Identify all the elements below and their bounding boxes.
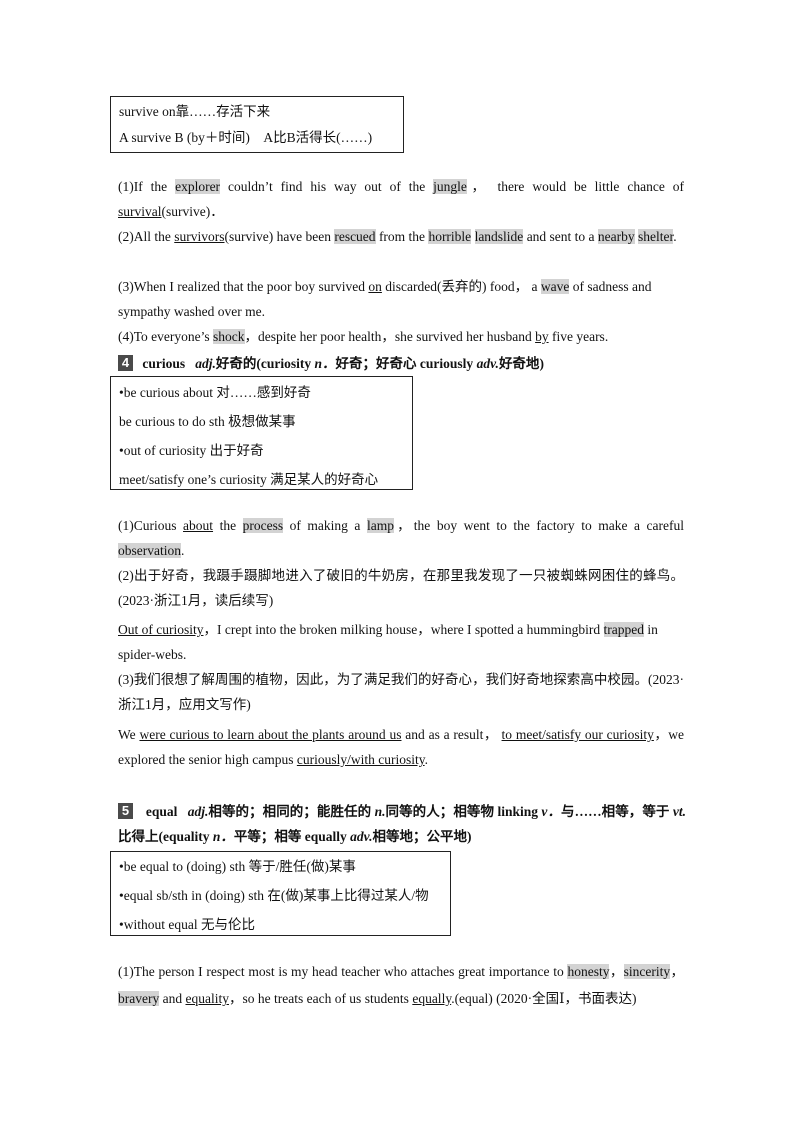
headword: equal bbox=[145, 804, 178, 819]
box-line: •out of curiosity 出于好奇 bbox=[119, 443, 264, 458]
survive-example-3: (3)When I realized that the poor boy sur… bbox=[118, 279, 652, 319]
vocab-highlight: lamp bbox=[366, 518, 394, 533]
vocab-highlight: horrible bbox=[428, 229, 472, 244]
box-line: •equal sb/sth in (doing) sth 在(做)某事上比得过某… bbox=[119, 888, 429, 903]
vocab-highlight: shock bbox=[213, 329, 245, 344]
vocab-highlight: honesty bbox=[567, 964, 610, 979]
curious-heading: 4 curious adj.好奇的(curiosity n．好奇；好奇心 cur… bbox=[118, 351, 698, 376]
answer-blank: curiously/with curiosity bbox=[296, 752, 425, 767]
curious-example-1: (1)Curious about the process of making a… bbox=[118, 518, 684, 558]
box-line: survive on靠……存活下来 bbox=[119, 104, 271, 119]
box-line: •be equal to (doing) sth 等于/胜任(做)某事 bbox=[119, 859, 356, 874]
answer-blank: on bbox=[368, 279, 382, 294]
equal-phrase-box: •be equal to (doing) sth 等于/胜任(做)某事 •equ… bbox=[110, 851, 451, 936]
vocab-highlight: nearby bbox=[597, 229, 635, 244]
survive-example-2: (2)All the survivors(survive) have been … bbox=[118, 229, 677, 244]
vocab-highlight: sincerity bbox=[623, 964, 671, 979]
answer-blank: by bbox=[535, 329, 549, 344]
curious-example-3-prompt: (3)我们很想了解周围的植物，因此，为了满足我们的好奇心，我们好奇地探索高中校园… bbox=[118, 672, 684, 712]
answer-blank: equally bbox=[412, 991, 452, 1006]
answer-blank: equality bbox=[185, 991, 229, 1006]
vocab-highlight: bravery bbox=[118, 991, 160, 1006]
vocab-highlight: landslide bbox=[474, 229, 524, 244]
headword: curious bbox=[142, 356, 186, 371]
answer-blank: were curious to learn about the plants a… bbox=[139, 727, 402, 742]
answer-blank: survival bbox=[118, 204, 162, 219]
vocab-highlight: rescued bbox=[334, 229, 376, 244]
box-line: A survive B (by＋时间) A比B活得长(……) bbox=[119, 130, 373, 145]
vocab-highlight: process bbox=[242, 518, 284, 533]
vocab-highlight: shelter bbox=[638, 229, 674, 244]
vocab-highlight: jungle bbox=[433, 179, 467, 194]
vocab-highlight: wave bbox=[540, 279, 570, 294]
curious-example-2-prompt: (2)出于好奇，我蹑手蹑脚地进入了破旧的牛奶房，在那里我发现了一只被蜘蛛网困住的… bbox=[118, 568, 684, 608]
answer-blank: about bbox=[183, 518, 214, 533]
survive-phrase-box: survive on靠……存活下来 A survive B (by＋时间) A比… bbox=[110, 96, 404, 153]
box-line: meet/satisfy one’s curiosity 满足某人的好奇心 bbox=[119, 472, 379, 487]
equal-heading: 5 equal adj.相等的；相同的；能胜任的 n.同等的人；相等物 link… bbox=[118, 803, 687, 844]
answer-blank: to meet/satisfy our curiosity bbox=[501, 727, 654, 742]
box-line: be curious to do sth 极想做某事 bbox=[119, 414, 296, 429]
section-number-badge: 5 bbox=[118, 803, 133, 819]
curious-example-3-answer: We were curious to learn about the plant… bbox=[118, 727, 684, 767]
section-number-badge: 4 bbox=[118, 355, 133, 371]
survive-example-1: (1)If the explorer couldn’t find his way… bbox=[118, 179, 684, 219]
curious-phrase-box: •be curious about 对……感到好奇 be curious to … bbox=[110, 376, 413, 490]
answer-blank: Out of curiosity bbox=[118, 622, 204, 637]
vocab-highlight: observation bbox=[118, 543, 181, 558]
vocab-highlight: explorer bbox=[175, 179, 221, 194]
survive-example-4: (4)To everyone’s shock，despite her poor … bbox=[118, 329, 609, 344]
vocab-highlight: trapped bbox=[603, 622, 645, 637]
answer-blank: survivors bbox=[174, 229, 225, 244]
curious-example-2-answer: Out of curiosity，I crept into the broken… bbox=[118, 622, 658, 662]
box-line: •be curious about 对……感到好奇 bbox=[119, 385, 311, 400]
box-line: •without equal 无与伦比 bbox=[119, 917, 255, 932]
equal-example-1: (1)The person I respect most is my head … bbox=[118, 964, 685, 1006]
